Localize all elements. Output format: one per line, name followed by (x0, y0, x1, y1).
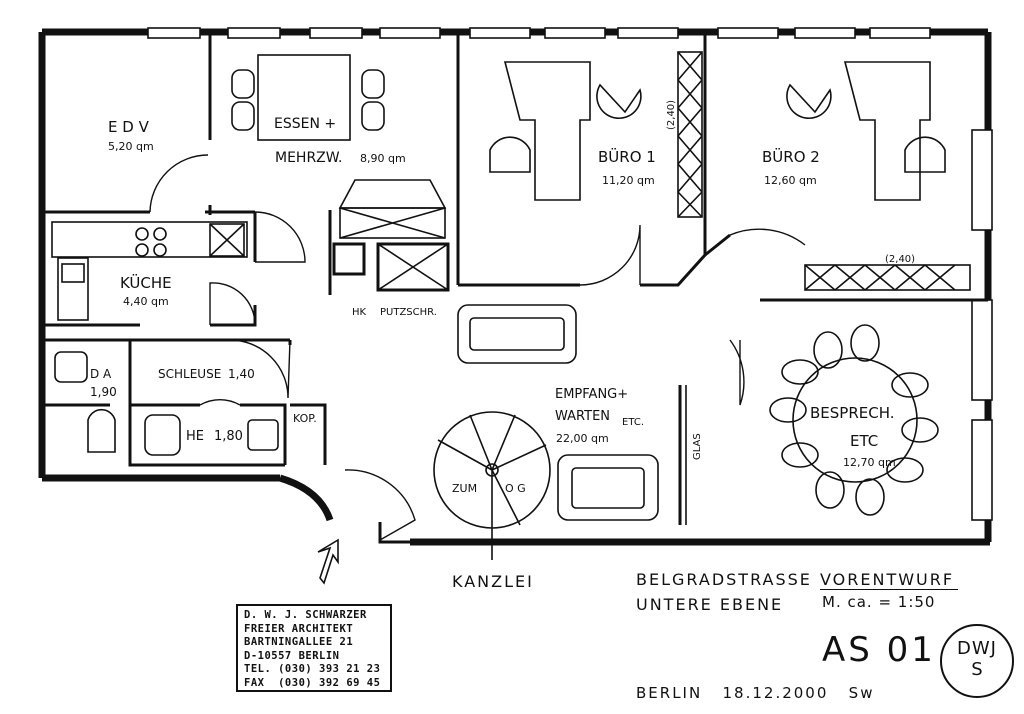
label-buero2-area: 12,60 qm (764, 174, 817, 187)
label-level: UNTERE EBENE (636, 595, 784, 614)
label-besprech-name: BESPRECH. (810, 404, 895, 422)
label-kueche-name: KÜCHE (120, 273, 172, 292)
label-essen-area: 8,90 qm (360, 152, 406, 165)
architect-logo: DWJ S (940, 624, 1014, 698)
stamp-line-5: TEL. (030) 393 21 23 (244, 663, 381, 676)
label-buero1-name: BÜRO 1 (598, 147, 656, 166)
label-besprech-name2: ETC (850, 432, 878, 450)
label-kueche-area: 4,40 qm (123, 295, 169, 308)
label-schleuse-area: 1,40 (228, 367, 255, 381)
label-empfang-name2: WARTEN (555, 409, 610, 424)
label-dim-buero1: (2,40) (666, 100, 677, 130)
label-essen-name2: MEHRZW. (275, 150, 342, 166)
label-empfang-name: EMPFANG+ (555, 387, 628, 402)
label-phase: VORENTWURF (820, 570, 959, 590)
label-scale: M. ca. = 1:50 (822, 593, 936, 611)
label-kop: KOP. (293, 412, 317, 425)
label-kanzlei: KANZLEI (452, 572, 534, 591)
stamp-line-3: BARTNINGALLEE 21 (244, 636, 354, 649)
label-buero1-area: 11,20 qm (602, 174, 655, 187)
label-da-area: 1,90 (90, 385, 117, 399)
outer-walls (38, 27, 993, 546)
sheet-number: AS 01 (822, 630, 936, 670)
stamp-line-4: D-10557 BERLIN (244, 649, 340, 662)
label-dim-buero2: (2,40) (885, 254, 915, 265)
stamp-line-2: FREIER ARCHITEKT (244, 622, 354, 635)
label-edv-area: 5,20 qm (108, 140, 154, 153)
label-glas: GLAS (692, 433, 703, 460)
logo-bottom-text: S (971, 659, 983, 680)
label-zum: ZUM (452, 482, 477, 495)
label-edv-name: E D V (108, 118, 150, 136)
label-schleuse-name: SCHLEUSE (158, 367, 221, 381)
stamp-line-1: D. W. J. SCHWARZER (244, 609, 367, 621)
logo-top-text: DWJ (957, 638, 997, 659)
label-da-name: D A (90, 367, 112, 381)
furniture (51, 51, 971, 585)
architect-stamp: D. W. J. SCHWARZER FREIER ARCHITEKT BART… (236, 604, 392, 692)
label-og: O G (505, 482, 526, 495)
label-putzschr: PUTZSCHR. (380, 307, 437, 318)
label-he-name: HE (186, 429, 204, 444)
stamp-line-6: FAX (030) 392 69 45 (244, 676, 381, 689)
label-date-line: BERLIN 18.12.2000 Sw (636, 684, 875, 702)
label-empfang-area: 22,00 qm (556, 432, 609, 445)
label-besprech-area: 12,70 qm (843, 456, 896, 469)
room-labels: E D V 5,20 qm ESSEN + MEHRZW. 8,90 qm BÜ… (90, 100, 915, 495)
label-essen-name: ESSEN + (274, 116, 336, 132)
label-buero2-name: BÜRO 2 (762, 147, 820, 166)
label-street: BELGRADSTRASSE (636, 570, 812, 589)
door-swings (149, 154, 806, 541)
interior-walls (42, 32, 988, 544)
label-hk: HK (352, 307, 367, 318)
label-empfang-suffix: ETC. (622, 417, 644, 428)
label-he-area: 1,80 (214, 429, 243, 444)
